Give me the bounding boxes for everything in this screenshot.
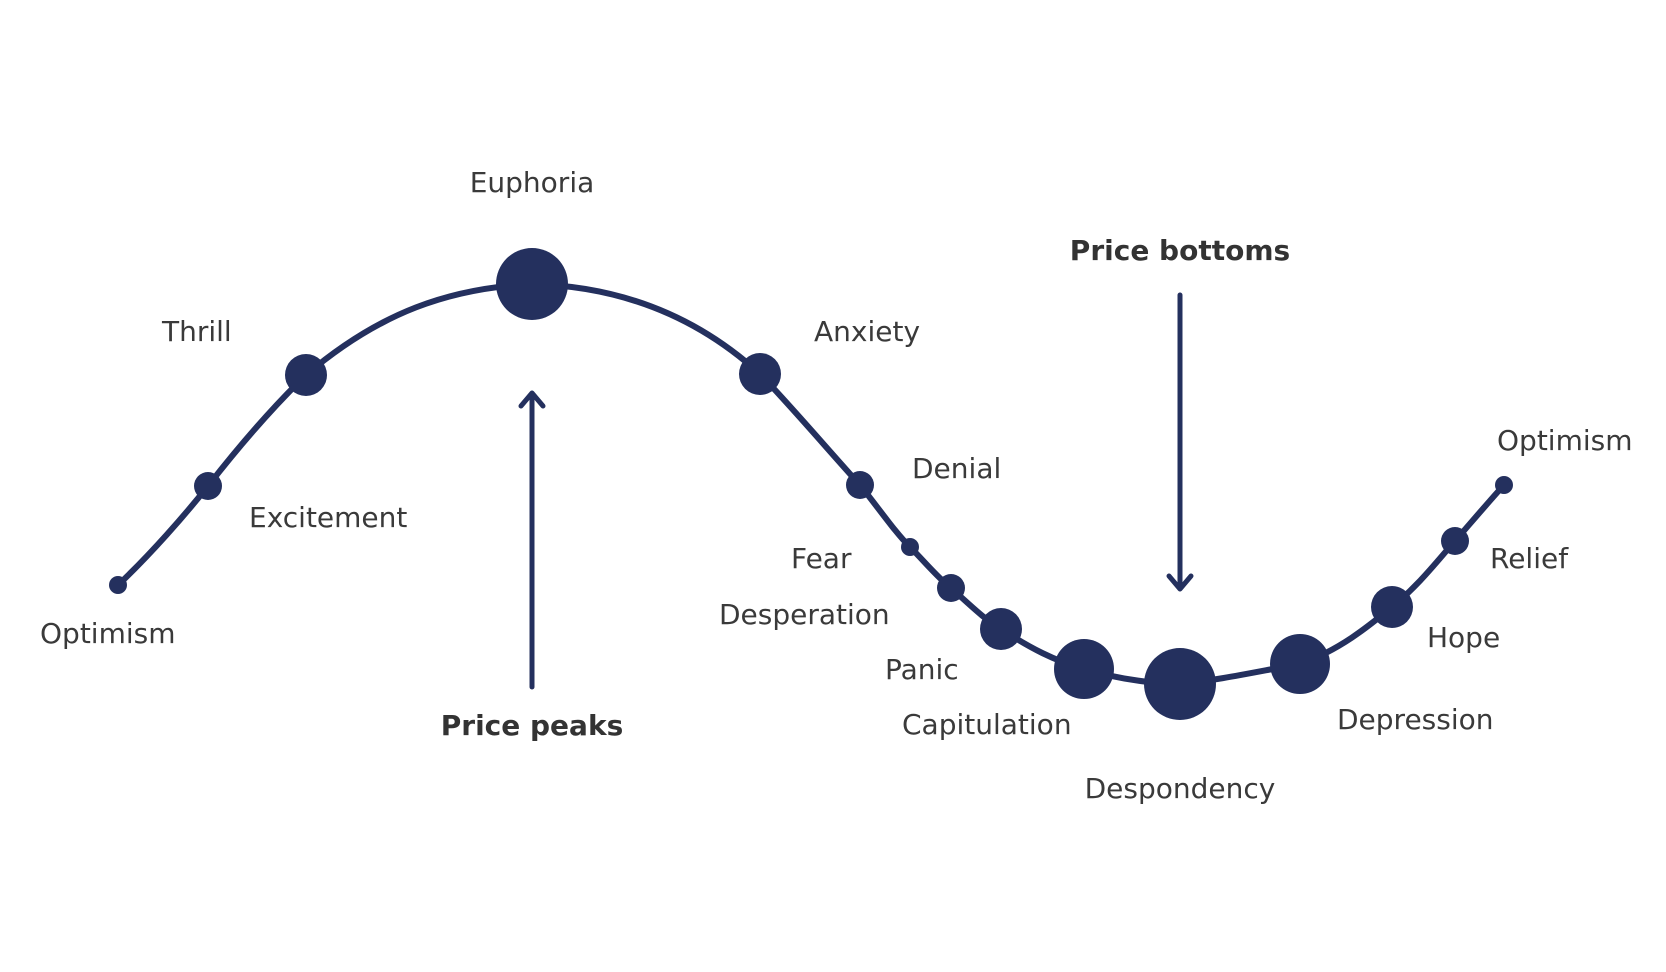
stage-label-euphoria: Euphoria [470, 166, 595, 199]
stage-node-panic [980, 608, 1022, 650]
stage-label-relief: Relief [1490, 542, 1569, 575]
price-bottoms-arrow [1166, 292, 1194, 592]
stage-label-anxiety: Anxiety [814, 315, 920, 348]
stage-label-optimism-start: Optimism [40, 617, 176, 650]
stage-label-excitement: Excitement [249, 501, 407, 534]
stage-node-anxiety [739, 353, 781, 395]
stage-node-optimism-end [1495, 476, 1513, 494]
price-peaks-label: Price peaks [441, 709, 623, 742]
stage-node-relief [1441, 527, 1469, 555]
stage-node-depression [1270, 634, 1330, 694]
stage-label-panic: Panic [885, 653, 959, 686]
price-bottoms-label: Price bottoms [1070, 234, 1290, 267]
stage-node-despondency [1144, 648, 1216, 720]
stage-node-excitement [194, 472, 222, 500]
stage-node-hope [1371, 586, 1413, 628]
stage-label-thrill: Thrill [161, 315, 232, 348]
stage-node-desperation [937, 574, 965, 602]
stage-label-despondency: Despondency [1085, 772, 1276, 805]
stage-label-denial: Denial [912, 452, 1001, 485]
stage-label-capitulation: Capitulation [902, 708, 1072, 741]
stage-label-depression: Depression [1337, 703, 1494, 736]
stage-node-capitulation [1054, 639, 1114, 699]
stage-node-euphoria [496, 248, 568, 320]
stage-node-fear [901, 538, 919, 556]
stage-label-fear: Fear [791, 542, 852, 575]
stage-label-optimism-end: Optimism [1497, 424, 1633, 457]
price-peaks-arrow [518, 390, 546, 690]
stage-node-denial [846, 471, 874, 499]
stage-label-hope: Hope [1427, 621, 1500, 654]
stage-label-desperation: Desperation [719, 598, 890, 631]
stage-node-optimism-start [109, 576, 127, 594]
stage-node-thrill [285, 354, 327, 396]
